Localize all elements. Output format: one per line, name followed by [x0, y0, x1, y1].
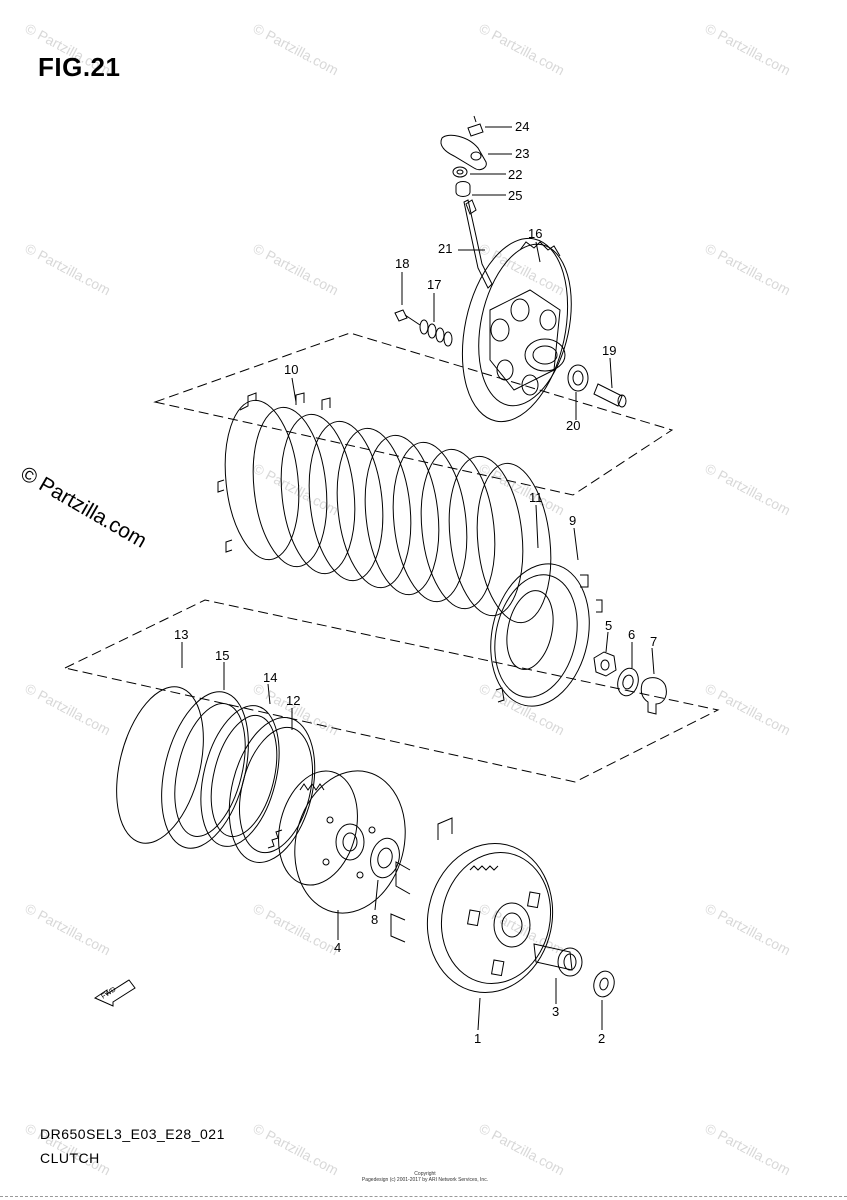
bearing-and-pin [567, 364, 627, 408]
callout-18: 18 [395, 256, 409, 271]
copyright-notice: Copyright Pagedesign (c) 2001-2017 by AR… [320, 1171, 530, 1183]
spacer-and-washer [533, 943, 615, 998]
clutch-plate-stack [217, 392, 552, 624]
figure-title: FIG.21 [38, 52, 121, 82]
figure-name: CLUTCH [40, 1150, 100, 1166]
spring-and-bolt [394, 309, 453, 347]
callout-24: 24 [515, 119, 529, 134]
callout-2: 2 [598, 1031, 605, 1046]
assembly-guide-upper [153, 332, 674, 496]
callout-12: 12 [286, 693, 300, 708]
callout-23: 23 [515, 146, 529, 161]
nut-washer-set [593, 651, 667, 715]
callout-19: 19 [602, 343, 616, 358]
callout-6: 6 [628, 627, 635, 642]
callout-1: 1 [474, 1031, 481, 1046]
callout-22: 22 [508, 167, 522, 182]
callout-8: 8 [371, 912, 378, 927]
sleeve-hub [490, 563, 603, 707]
callout-4: 4 [334, 940, 341, 955]
callout-3: 3 [552, 1004, 559, 1019]
callout-17: 17 [427, 277, 441, 292]
callout-5: 5 [605, 618, 612, 633]
callout-leaders [181, 126, 655, 1031]
callout-15: 15 [215, 648, 229, 663]
pressure-plate [461, 237, 572, 423]
callout-10: 10 [284, 362, 298, 377]
callout-16: 16 [528, 226, 542, 241]
thrust-washer [370, 837, 400, 879]
assembly-guide-lower [63, 599, 720, 783]
bottom-rule [0, 1196, 847, 1197]
copyright-line2: Pagedesign (c) 2001-2017 by ARI Network … [361, 1177, 489, 1183]
primary-driven-gear [390, 817, 554, 993]
callout-20: 20 [566, 418, 580, 433]
figure-code: DR650SEL3_E03_E28_021 [40, 1126, 225, 1142]
callout-7: 7 [650, 634, 657, 649]
callout-21: 21 [438, 241, 452, 256]
clutch-hub [267, 770, 406, 914]
callout-25: 25 [508, 188, 522, 203]
callout-13: 13 [174, 627, 188, 642]
callout-9: 9 [569, 513, 576, 528]
copyright-line1: Copyright [414, 1171, 436, 1177]
release-arm-group [440, 115, 493, 289]
callout-11: 11 [529, 490, 543, 505]
callout-14: 14 [263, 670, 277, 685]
fwd-arrow-icon [93, 979, 136, 1007]
